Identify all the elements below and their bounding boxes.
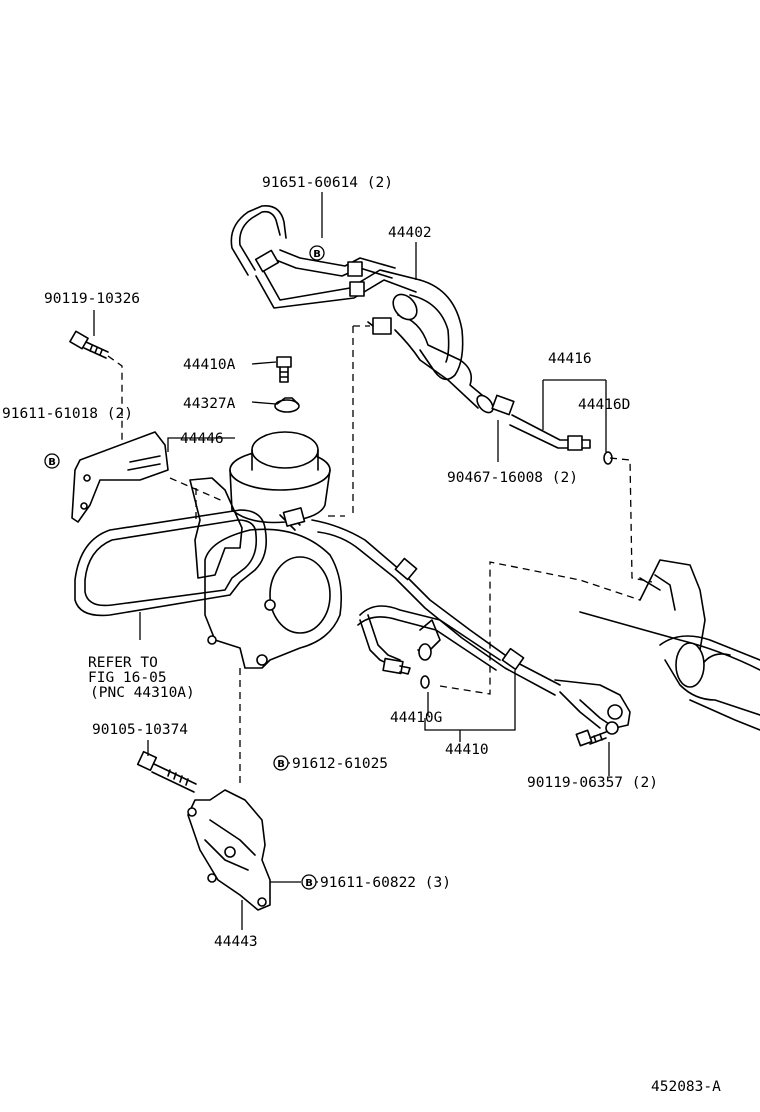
bolt-90119-10326 bbox=[69, 330, 109, 359]
reservoir-cap-44410a bbox=[276, 356, 292, 383]
label-90119-10326: 90119-10326 bbox=[44, 291, 140, 307]
label-44327a: 44327A bbox=[183, 396, 236, 412]
label-refer-to: REFER TO bbox=[88, 655, 158, 671]
label-44446: 44446 bbox=[180, 431, 224, 447]
label-91651-60614: 91651-60614 (2) bbox=[262, 175, 393, 191]
bolt-90119-06357 bbox=[575, 729, 607, 747]
labels: 91651-60614 (2) 44402 90119-10326 44410A… bbox=[2, 175, 721, 1095]
gasket-44410g bbox=[420, 675, 430, 689]
label-44402: 44402 bbox=[388, 225, 432, 241]
label-44410a: 44410A bbox=[183, 357, 236, 373]
badge-letter: B bbox=[48, 457, 56, 468]
figure-id: 452083-A bbox=[651, 1079, 721, 1095]
label-44416d: 44416D bbox=[578, 397, 630, 413]
label-44410g: 44410G bbox=[390, 710, 442, 726]
badge-letter: B bbox=[313, 249, 321, 260]
v-belt bbox=[74, 509, 268, 617]
label-44443: 44443 bbox=[214, 934, 258, 950]
label-91611-60822: 91611-60822 (3) bbox=[320, 875, 451, 891]
bracket-44443 bbox=[187, 789, 271, 911]
dashed-lines bbox=[107, 325, 653, 786]
label-44410: 44410 bbox=[445, 742, 489, 758]
label-91611-61018: 91611-61018 (2) bbox=[2, 406, 133, 422]
return-pipe-44402 bbox=[230, 205, 515, 416]
label-91612-61025: 91612-61025 bbox=[292, 756, 388, 772]
bracket-44446 bbox=[71, 431, 169, 523]
badge-b-91612: B bbox=[273, 755, 289, 771]
badge-letter: B bbox=[305, 878, 313, 889]
tube-44416 bbox=[509, 414, 591, 451]
pressure-hose-44410 bbox=[311, 519, 631, 735]
gasket-44327a bbox=[274, 397, 300, 413]
leader-lines bbox=[93, 192, 610, 930]
reservoir bbox=[229, 431, 331, 531]
label-refer-fig: FIG 16-05 bbox=[88, 670, 167, 686]
badge-b-91651: B bbox=[309, 245, 325, 261]
steering-gear bbox=[579, 559, 760, 731]
bolt-90105-10374 bbox=[136, 750, 197, 793]
pump-body bbox=[189, 477, 343, 669]
label-90105-10374: 90105-10374 bbox=[92, 722, 188, 738]
badge-b-91611-60822: B bbox=[301, 874, 317, 890]
label-refer-pnc: (PNC 44310A) bbox=[90, 685, 195, 701]
badge-b-91611-61018: B bbox=[44, 453, 60, 469]
badge-letter: B bbox=[277, 759, 285, 770]
label-90119-06357: 90119-06357 (2) bbox=[527, 775, 658, 791]
label-90467-16008: 90467-16008 (2) bbox=[447, 470, 578, 486]
label-44416: 44416 bbox=[548, 351, 592, 367]
